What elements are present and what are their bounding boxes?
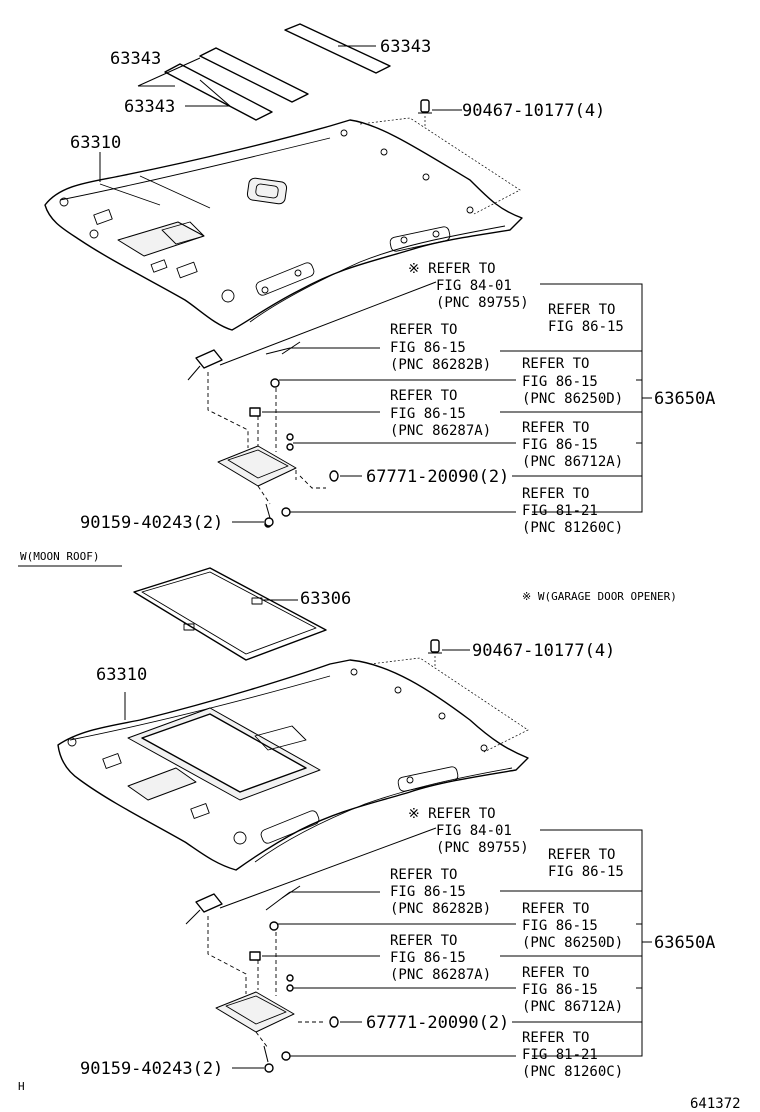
ref7-line3-lower: (PNC 81260C) — [522, 1064, 623, 1080]
ref4-line3-upper: (PNC 86250D) — [522, 391, 623, 407]
label-63343-middle: 63343 — [110, 49, 161, 69]
label-63343-lower: 63343 — [124, 97, 175, 117]
label-67771-upper: 67771-20090(2) — [366, 467, 509, 487]
label-67771-lower: 67771-20090(2) — [366, 1013, 509, 1033]
silencer-pad-63343-middle — [199, 47, 309, 103]
ref2-line2-upper: FIG 86-15 — [548, 319, 624, 335]
silencer-pad-63343-lower — [164, 63, 273, 121]
sunshade-63306 — [133, 567, 327, 661]
ref3-line3-lower: (PNC 86282B) — [390, 901, 491, 917]
map-lamp-63650A-lower — [185, 893, 295, 1063]
bulb-67771-lower — [329, 1016, 339, 1028]
ref1-line1-upper: ※ REFER TO — [408, 261, 496, 277]
ref5-line3-lower: (PNC 86287A) — [390, 967, 491, 983]
ref5-line1-upper: REFER TO — [390, 388, 457, 404]
ref6-line2-lower: FIG 86-15 — [522, 982, 598, 998]
ref6-line1-lower: REFER TO — [522, 965, 589, 981]
label-63310-lower: 63310 — [96, 665, 147, 685]
ref1-line2-lower: FIG 84-01 — [436, 823, 512, 839]
ref6-line2-upper: FIG 86-15 — [522, 437, 598, 453]
ref7-line3-upper: (PNC 81260C) — [522, 520, 623, 536]
lower-section: 63306 90467-10177(4) 63310 ※ REFER TO FI… — [57, 567, 715, 1080]
headliner-63310-upper — [44, 119, 523, 331]
ref7-line1-lower: REFER TO — [522, 1030, 589, 1046]
ref6-line3-upper: (PNC 86712A) — [522, 454, 623, 470]
figure-number: 641372 — [690, 1096, 741, 1112]
ref3-line1-lower: REFER TO — [390, 867, 457, 883]
ref5-line3-upper: (PNC 86287A) — [390, 423, 491, 439]
label-90159-lower: 90159-40243(2) — [80, 1059, 223, 1079]
ref3-line2-upper: FIG 86-15 — [390, 340, 466, 356]
ref1-line1-lower: ※ REFER TO — [408, 806, 496, 822]
ref3-line3-upper: (PNC 86282B) — [390, 357, 491, 373]
label-90467-lower: 90467-10177(4) — [472, 641, 615, 661]
clip-90467-upper — [418, 99, 432, 114]
clip-90467-lower — [428, 639, 442, 654]
ref2-line1-lower: REFER TO — [548, 847, 615, 863]
ref4-line2-lower: FIG 86-15 — [522, 918, 598, 934]
ref4-line2-upper: FIG 86-15 — [522, 374, 598, 390]
screw-90159-upper — [264, 517, 274, 527]
label-63310-upper: 63310 — [70, 133, 121, 153]
section-label-moon-roof: W(MOON ROOF) — [20, 550, 99, 563]
ref5-line2-lower: FIG 86-15 — [390, 950, 466, 966]
ref4-line3-lower: (PNC 86250D) — [522, 935, 623, 951]
headliner-63310-lower — [57, 659, 529, 871]
label-63306: 63306 — [300, 589, 351, 609]
label-63650A-upper: 63650A — [654, 389, 715, 409]
ref7-line2-upper: FIG 81-21 — [522, 503, 598, 519]
ref7-line1-upper: REFER TO — [522, 486, 589, 502]
label-90159-upper: 90159-40243(2) — [80, 513, 223, 533]
ref3-line1-upper: REFER TO — [390, 322, 457, 338]
ref6-line1-upper: REFER TO — [522, 420, 589, 436]
corner-letter: H — [18, 1080, 25, 1093]
ref2-line1-upper: REFER TO — [548, 302, 615, 318]
garage-door-note: ※ W(GARAGE DOOR OPENER) — [522, 590, 677, 603]
silencer-pad-63343-top — [284, 23, 391, 74]
bulb-67771-upper — [329, 470, 339, 482]
label-63650A-lower: 63650A — [654, 933, 715, 953]
ref3-line2-lower: FIG 86-15 — [390, 884, 466, 900]
ref5-line2-upper: FIG 86-15 — [390, 406, 466, 422]
ref4-line1-lower: REFER TO — [522, 901, 589, 917]
upper-section: 63343 63343 63343 90467-10177(4) 63310 ※… — [44, 23, 715, 536]
map-lamp-63650A-upper — [187, 349, 297, 528]
ref1-line3-upper: (PNC 89755) — [436, 295, 529, 311]
ref4-line1-upper: REFER TO — [522, 356, 589, 372]
ref2-line2-lower: FIG 86-15 — [548, 864, 624, 880]
label-90467-upper: 90467-10177(4) — [462, 101, 605, 121]
screw-90159-lower — [264, 1063, 274, 1073]
label-63343-top: 63343 — [380, 37, 431, 57]
ref6-line3-lower: (PNC 86712A) — [522, 999, 623, 1015]
ref5-line1-lower: REFER TO — [390, 933, 457, 949]
ref1-line3-lower: (PNC 89755) — [436, 840, 529, 856]
ref7-line2-lower: FIG 81-21 — [522, 1047, 598, 1063]
ref1-line2-upper: FIG 84-01 — [436, 278, 512, 294]
